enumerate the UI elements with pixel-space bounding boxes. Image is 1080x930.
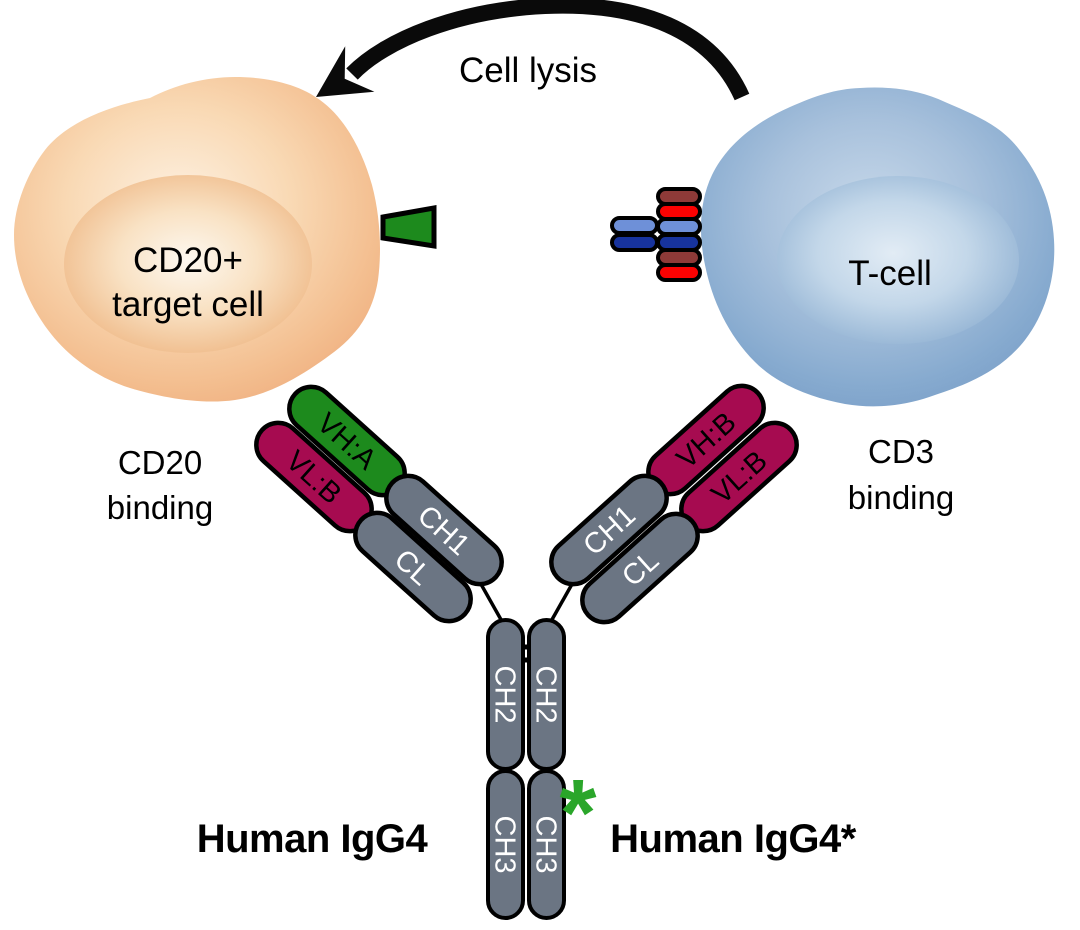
- cd3-binding-label-line2: binding: [848, 479, 954, 516]
- domain-label-ch2-left: CH2: [489, 665, 521, 723]
- domain-pill-ch1-left: CH1: [384, 473, 504, 587]
- domain-pill-vh-a: VH:A: [287, 384, 407, 498]
- t-cell-label: T-cell: [848, 254, 932, 293]
- target-cell-label-line2: target cell: [112, 285, 264, 324]
- cd20-antigen-icon: [380, 205, 437, 249]
- cell-lysis-arrow-icon: [316, 0, 750, 101]
- antibody-stem: CH2 CH2 CH3 CH3 *: [486, 618, 597, 920]
- receptor-bar: [656, 187, 702, 206]
- cd3-receptor-icon: [610, 187, 702, 282]
- receptor-bar: [656, 202, 702, 221]
- igg4-left-label: Human IgG4: [197, 817, 429, 861]
- domain-label-ch3-right: CH3: [530, 815, 562, 873]
- domain-pill-vl-b-left: VL:B: [254, 420, 374, 534]
- receptor-bar: [610, 233, 659, 252]
- cd20-binding-label-line2: binding: [107, 489, 213, 526]
- domain-label-ch3-left: CH3: [489, 815, 521, 873]
- t-cell: T-cell: [610, 87, 1055, 407]
- domain-pill-cl-right: CL: [580, 511, 700, 625]
- cd20-binding-label-line1: CD20: [118, 444, 202, 481]
- cd3-binding-label-line1: CD3: [868, 433, 934, 470]
- cell-lysis-label: Cell lysis: [459, 51, 597, 90]
- target-cell-label-line1: CD20+: [133, 241, 243, 280]
- domain-pill-ch1-right: CH1: [549, 473, 669, 587]
- domain-pill-ch2-left: CH2: [486, 618, 525, 771]
- receptor-bar: [656, 233, 702, 252]
- receptor-bar: [656, 217, 702, 236]
- antibody-right-arm: VH:B VL:B CH1 CL: [549, 383, 799, 625]
- domain-pill-ch2-right: CH2: [527, 618, 566, 771]
- domain-label-ch2-right: CH2: [530, 665, 562, 723]
- cd20-target-cell: CD20+ target cell: [14, 77, 437, 402]
- t-cell-nucleus: [777, 176, 1019, 344]
- bispecific-antibody: VH:A VL:B CH1 CL VH:B VL:B: [197, 383, 857, 920]
- domain-pill-ch3-right: CH3: [527, 769, 566, 920]
- receptor-bar: [656, 248, 702, 267]
- receptor-bar: [610, 216, 659, 235]
- igg4-right-label: Human IgG4*: [610, 817, 857, 861]
- antibody-left-arm: VH:A VL:B CH1 CL: [254, 384, 504, 624]
- target-cell-nucleus: [64, 175, 312, 353]
- receptor-bar: [656, 263, 702, 282]
- mutation-asterisk-icon: *: [560, 760, 597, 866]
- domain-pill-cl-left: CL: [353, 510, 473, 624]
- domain-pill-ch3-left: CH3: [486, 769, 525, 920]
